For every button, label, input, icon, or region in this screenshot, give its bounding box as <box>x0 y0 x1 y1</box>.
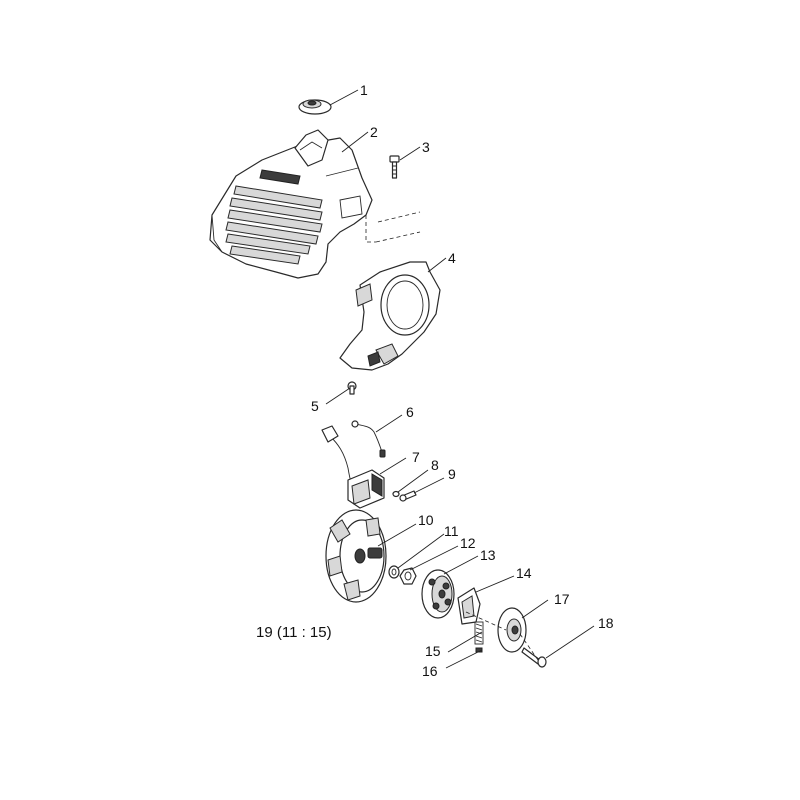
callout-13: 13 <box>480 547 496 563</box>
part-7-ignition-coil <box>321 425 385 509</box>
part-18-bolt <box>521 647 547 668</box>
part-13-clutch-hub <box>421 569 455 619</box>
part-10-flywheel <box>325 509 387 603</box>
callout-18: 18 <box>598 615 614 631</box>
callout-12: 12 <box>460 535 476 551</box>
callout-16: 16 <box>422 663 438 679</box>
part-17-clutch-plate <box>497 607 527 653</box>
callout-10: 10 <box>418 512 434 528</box>
callout-9: 9 <box>448 466 456 482</box>
leader-lines <box>325 89 595 669</box>
part-3-screw <box>389 155 400 179</box>
callout-numbers: 1 2 3 4 5 6 7 8 9 10 11 12 13 14 15 16 1… <box>311 82 614 679</box>
callout-2: 2 <box>370 124 378 140</box>
part-2-engine-cover <box>209 129 373 279</box>
part-12-nut <box>399 567 417 585</box>
callout-3: 3 <box>422 139 430 155</box>
callout-6: 6 <box>406 404 414 420</box>
part-15-spring <box>474 621 484 645</box>
callout-8: 8 <box>431 457 439 473</box>
callout-7: 7 <box>412 449 420 465</box>
callout-11: 11 <box>444 523 459 539</box>
callout-15: 15 <box>425 643 441 659</box>
callout-1: 1 <box>360 82 368 98</box>
callout-5: 5 <box>311 398 319 414</box>
alignment-lines <box>365 211 539 661</box>
callout-17: 17 <box>554 591 570 607</box>
part-11-washer <box>388 565 400 579</box>
callout-14: 14 <box>516 565 532 581</box>
callout-4: 4 <box>448 250 456 266</box>
group-note: 19 (11 : 15) <box>256 624 332 641</box>
part-1-grommet <box>298 99 332 115</box>
part-4-fan-housing <box>339 261 441 371</box>
part-6-wire-lead <box>351 420 386 458</box>
part-9-bolt <box>399 490 417 502</box>
part-8-washer <box>392 490 400 498</box>
part-14-clutch-shoe <box>457 587 481 625</box>
